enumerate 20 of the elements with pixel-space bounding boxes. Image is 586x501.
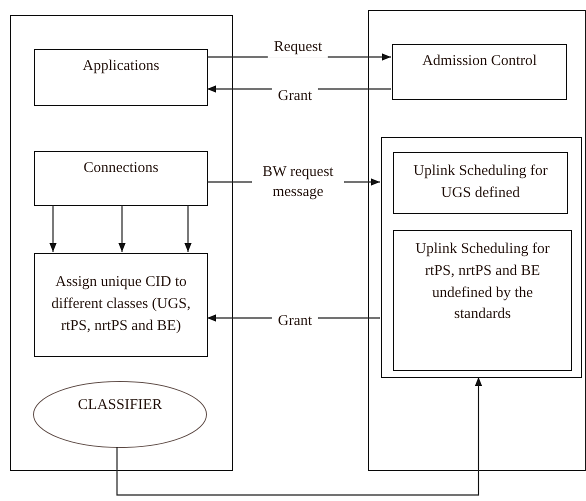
node-label: Uplink Scheduling for rtPS, nrtPS and BE undefined by the standards [414,240,551,324]
node-label: Uplink Scheduling for UGS defined [412,162,549,203]
container-box [10,15,233,471]
arrow [184,205,192,252]
process-box [392,44,567,100]
process-box [34,151,208,206]
node-label: Connections [84,159,158,178]
arrow [116,377,482,496]
node-label: Assign unique CID to different classes (UGS, rtPS, nrtPS and BE) [50,273,192,336]
container-box [381,137,582,378]
process-box [393,230,572,371]
process-box [393,152,568,214]
node-label: Admission Control [422,52,537,71]
arrow [118,205,126,252]
container-box [368,10,586,471]
node-label: Applications [82,57,160,76]
process-box [34,253,208,357]
node-label: CLASSIFIER [78,396,162,415]
arrow [49,205,57,252]
process-box [34,49,208,106]
